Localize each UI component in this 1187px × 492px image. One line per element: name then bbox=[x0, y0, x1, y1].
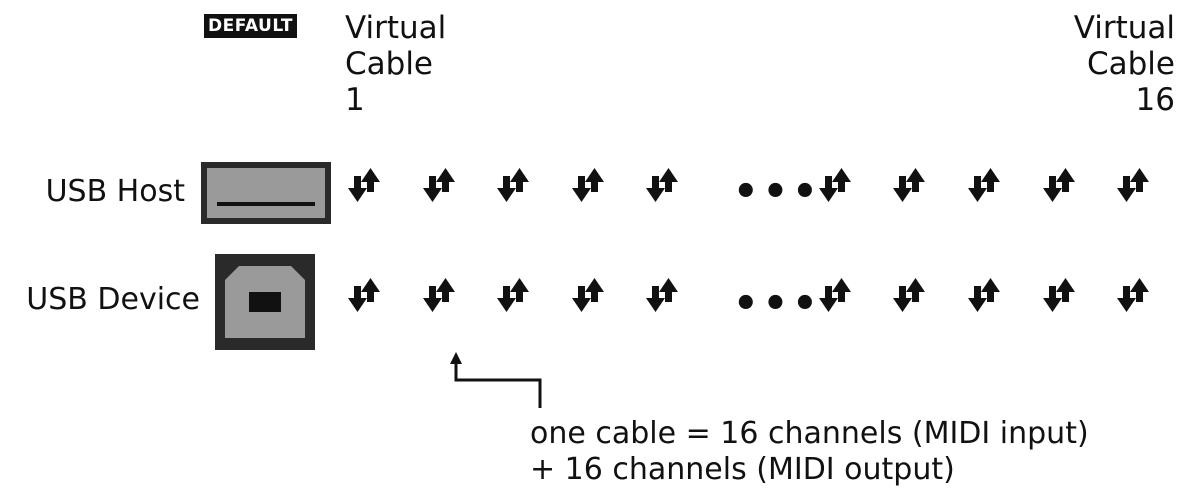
cable-arrow-icon-host-6 bbox=[819, 168, 851, 202]
cable-arrow-icon-device-8 bbox=[968, 278, 1000, 312]
annotation-pointer bbox=[454, 362, 542, 408]
last-cable-line2: Cable bbox=[1086, 46, 1175, 82]
first-cable-line1: Virtual bbox=[345, 10, 447, 46]
cable-arrow-icon-device-9 bbox=[1043, 278, 1075, 312]
annotation-text: one cable = 16 channels (MIDI input) + 1… bbox=[530, 416, 1089, 488]
cable-arrow-icon-device-5 bbox=[646, 278, 678, 312]
last-cable-heading: Virtual Cable 16 bbox=[1074, 10, 1175, 118]
cable-arrow-icon-device-1 bbox=[348, 278, 380, 312]
ellipsis-host: ••• bbox=[733, 169, 822, 215]
first-cable-heading: Virtual Cable 1 bbox=[345, 10, 446, 118]
first-cable-line2: Cable bbox=[345, 46, 434, 82]
cable-arrow-icon-host-2 bbox=[423, 168, 455, 202]
pointer-arrowhead bbox=[450, 352, 462, 364]
last-cable-line3: 16 bbox=[1135, 82, 1175, 118]
annotation-line1: one cable = 16 channels (MIDI input) bbox=[530, 416, 1089, 451]
cable-arrow-icon-host-7 bbox=[893, 168, 925, 202]
cable-arrow-icon-host-5 bbox=[646, 168, 678, 202]
cable-arrow-icon-host-1 bbox=[348, 168, 380, 202]
cable-arrow-icon-device-2 bbox=[423, 278, 455, 312]
cable-arrow-icon-device-7 bbox=[893, 278, 925, 312]
last-cable-line1: Virtual bbox=[1073, 10, 1175, 46]
cable-arrow-icon-device-10 bbox=[1117, 278, 1149, 312]
annotation-line2: + 16 channels (MIDI output) bbox=[530, 452, 955, 487]
cable-arrow-icon-host-3 bbox=[497, 168, 529, 202]
cable-arrow-icon-device-3 bbox=[497, 278, 529, 312]
cable-arrow-icon-host-10 bbox=[1117, 168, 1149, 202]
ellipsis-device: ••• bbox=[733, 281, 822, 327]
usb-device-label: USB Device bbox=[26, 282, 200, 317]
cable-arrow-icon-host-4 bbox=[572, 168, 604, 202]
usb-a-port-icon bbox=[201, 162, 331, 224]
cable-arrow-icon-host-9 bbox=[1043, 168, 1075, 202]
cable-arrow-icon-host-8 bbox=[968, 168, 1000, 202]
cable-arrow-icon-device-4 bbox=[572, 278, 604, 312]
default-badge: DEFAULT bbox=[204, 14, 297, 38]
usb-b-port-icon bbox=[215, 254, 315, 350]
cable-arrow-icon-device-6 bbox=[819, 278, 851, 312]
first-cable-line3: 1 bbox=[345, 82, 365, 118]
usb-host-label: USB Host bbox=[45, 174, 185, 209]
